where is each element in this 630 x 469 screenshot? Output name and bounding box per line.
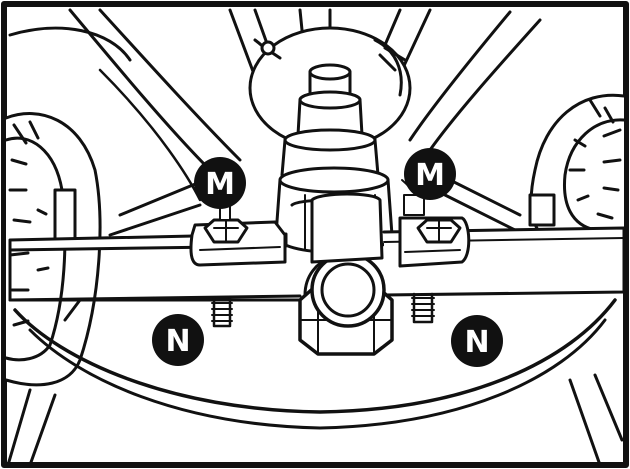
callout-label: N xyxy=(165,324,190,359)
callout-n-left: N xyxy=(152,314,204,366)
callout-label: M xyxy=(415,158,445,193)
reel-hoops xyxy=(8,26,617,430)
right-threaded-stud xyxy=(411,292,435,324)
callout-m-right: M xyxy=(404,148,456,200)
callout-n-right: N xyxy=(451,315,503,367)
callout-badge xyxy=(152,314,204,366)
callout-m-left: M xyxy=(194,157,246,209)
callout-label: N xyxy=(464,325,489,360)
callout-badge xyxy=(404,148,456,200)
callout-badge xyxy=(194,157,246,209)
left-threaded-stud xyxy=(211,296,233,328)
right-bolt-head xyxy=(401,169,462,244)
lock-collar-nut xyxy=(298,192,394,356)
callout-label: M xyxy=(205,167,235,202)
frame-legs xyxy=(6,298,624,467)
right-tire xyxy=(528,93,626,247)
left-bolt-head xyxy=(203,204,249,244)
callout-badge xyxy=(451,315,503,367)
